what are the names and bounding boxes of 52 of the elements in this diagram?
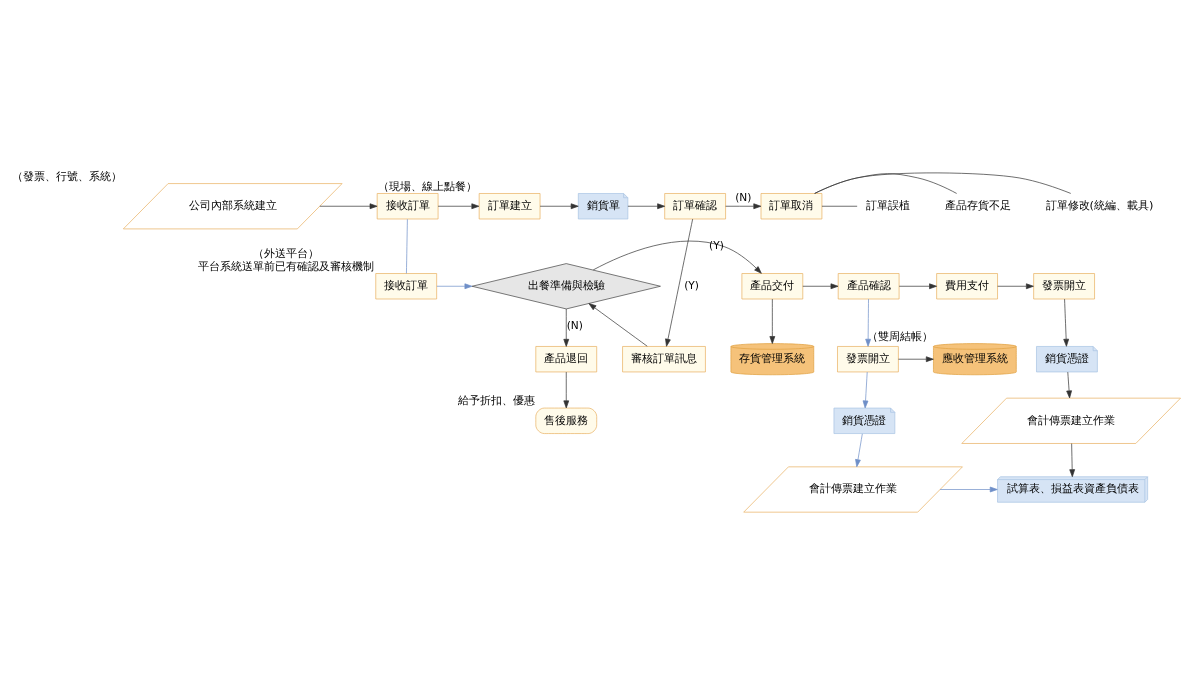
node-box: 費用支付	[936, 272, 998, 299]
node-text: 訂單誤植	[865, 197, 910, 212]
node-box: 產品交付	[741, 272, 804, 299]
arrow	[769, 298, 776, 344]
arrow	[563, 371, 570, 408]
node-box: 審核訂單訊息	[622, 345, 706, 372]
arrow	[436, 282, 473, 289]
node-box: 發票開立	[837, 345, 899, 372]
arrow	[1063, 298, 1069, 347]
edge-label: (N)	[566, 318, 583, 332]
node-box: 發票開立	[1033, 272, 1095, 299]
node-box: 接收訂單	[376, 192, 439, 219]
node-label: （雙周結帳）	[866, 328, 933, 343]
node-box: 訂單建立	[478, 192, 541, 219]
arrow	[437, 202, 480, 209]
arrow	[319, 202, 378, 209]
arrow	[862, 371, 869, 408]
node-box: 接收訂單	[375, 272, 438, 299]
edge-label: (N)	[735, 190, 752, 204]
node-box: 售後服務	[535, 407, 598, 434]
node-box: 產品退回	[535, 345, 598, 372]
node-box: 產品確認	[837, 272, 900, 299]
arrow	[627, 202, 666, 209]
node-label: 給予折扣、優惠	[458, 392, 536, 407]
edge-label: (Y)	[684, 278, 699, 292]
connector	[814, 172, 957, 194]
arrow	[539, 202, 579, 209]
node-label: （外送平台）	[253, 245, 320, 260]
node-label: （發票、行號、系統）	[12, 168, 123, 183]
arrow	[939, 486, 998, 492]
arrow	[898, 355, 934, 362]
arrow	[997, 282, 1034, 289]
arrow	[563, 308, 570, 347]
arrow	[898, 282, 937, 289]
arrow	[588, 302, 648, 347]
node-box: 訂單取消	[760, 192, 823, 219]
arrow	[1069, 442, 1076, 477]
connector	[814, 172, 1072, 194]
arrow	[725, 202, 762, 209]
node-box: 訂單確認	[664, 192, 726, 219]
node-text: 訂單修改(統編、載具)	[1045, 197, 1154, 212]
arrow	[865, 298, 871, 347]
arrow	[855, 433, 863, 467]
arrow	[592, 240, 762, 274]
arrow	[802, 282, 839, 289]
connector	[406, 218, 408, 274]
arrow	[665, 218, 693, 347]
node-label: 平台系統送單前已有確認及審核機制	[198, 258, 375, 273]
node-text: 產品存貨不足	[944, 197, 1011, 212]
edge-label: (Y)	[709, 238, 724, 252]
node-label: （現場、線上點餐）	[377, 178, 477, 193]
arrow	[1066, 371, 1072, 398]
